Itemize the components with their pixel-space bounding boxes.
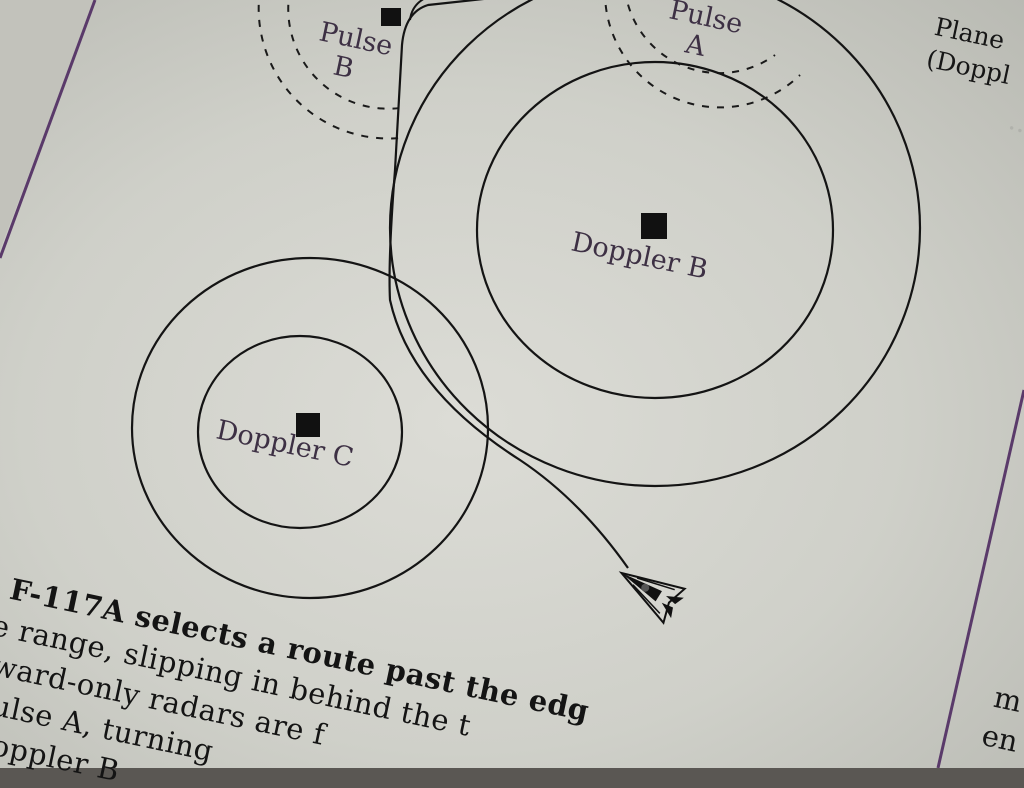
doppler-b-inner-range	[475, 60, 835, 400]
doppler-c-outer-range	[130, 256, 490, 600]
pulse-b-range	[257, 0, 401, 140]
doppler-b-radar-marker	[641, 213, 667, 239]
doppler-b-outer-range	[388, 0, 922, 488]
doppler-b-label: Doppler B	[569, 227, 711, 286]
left-margin-rule	[0, 0, 97, 259]
doppler-c-radar-marker	[296, 413, 320, 437]
side-text-bottom-2: en	[978, 718, 1022, 759]
pulse-a-range	[604, 0, 801, 109]
radar-diagram: Pulse B Pulse A Doppler B Doppler C	[0, 0, 1024, 768]
pulse-b-label-line2: B	[331, 51, 357, 85]
pulse-b-radar-marker	[381, 8, 401, 26]
flight-route-segment	[409, 0, 424, 21]
side-text-bottom-1: m	[990, 680, 1024, 719]
pulse-a-label-line2: A	[682, 28, 709, 63]
f117-stealth-fighter-icon	[618, 571, 687, 625]
doppler-c-inner-range	[196, 334, 404, 530]
doppler-c-label: Doppler C	[214, 415, 357, 474]
right-margin-rule	[936, 389, 1024, 768]
flight-route-line	[388, 0, 629, 569]
